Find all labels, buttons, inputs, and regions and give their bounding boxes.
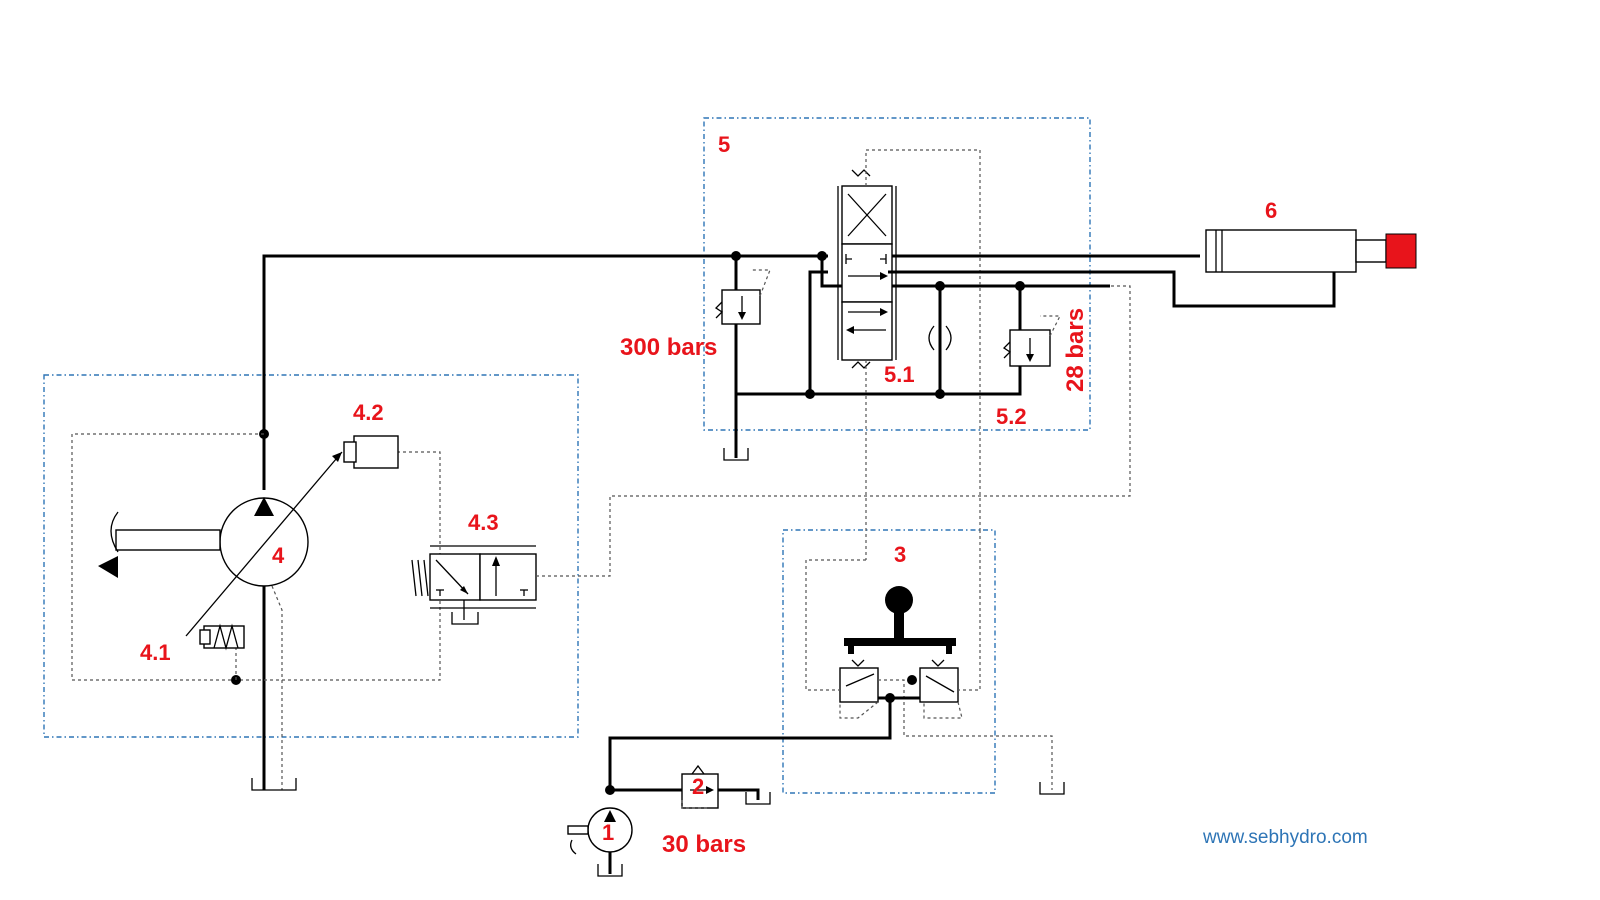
label-5-2: 5.2 [996,404,1027,429]
group-box-valve-block-5 [703,117,1091,431]
directional-valve-5-1 [837,149,981,560]
relief-valve-300 [714,256,771,461]
actuator-4-1 [199,623,245,651]
label-pump-4: 4 [272,543,285,568]
main-pressure-line [259,251,1200,490]
cylinder-load [1385,233,1417,269]
label-block-5: 5 [718,132,730,157]
label-relief-2: 2 [692,774,704,799]
cylinder-6 [888,229,1417,308]
label-cylinder-6: 6 [1265,198,1277,223]
label-4-1: 4.1 [140,640,171,665]
label-4-2: 4.2 [353,400,384,425]
label-4-3: 4.3 [468,510,499,535]
variable-pump-4 [98,451,343,791]
group-box-pump-4 [43,374,579,738]
label-5-1: 5.1 [884,362,915,387]
pump-4-pilot-lines [71,433,441,685]
joystick-3 [608,530,1065,795]
pilot-pump-1 [567,785,633,877]
website-link[interactable]: www.sebhydro.com [1202,827,1368,848]
valve-4-3 [411,285,1131,625]
actuator-4-2 [343,435,399,469]
label-30-bars: 30 bars [662,831,746,858]
relief-valve-2 [610,764,771,809]
label-joystick-3: 3 [894,542,906,567]
label-28-bars: 28 bars [1062,308,1089,392]
block-5-return-line [736,256,1110,399]
group-box-joystick-3 [782,529,996,794]
label-300-bars: 300 bars [620,334,717,361]
relief-valve-5-2 [1002,286,1061,367]
label-pump-1: 1 [602,820,614,845]
